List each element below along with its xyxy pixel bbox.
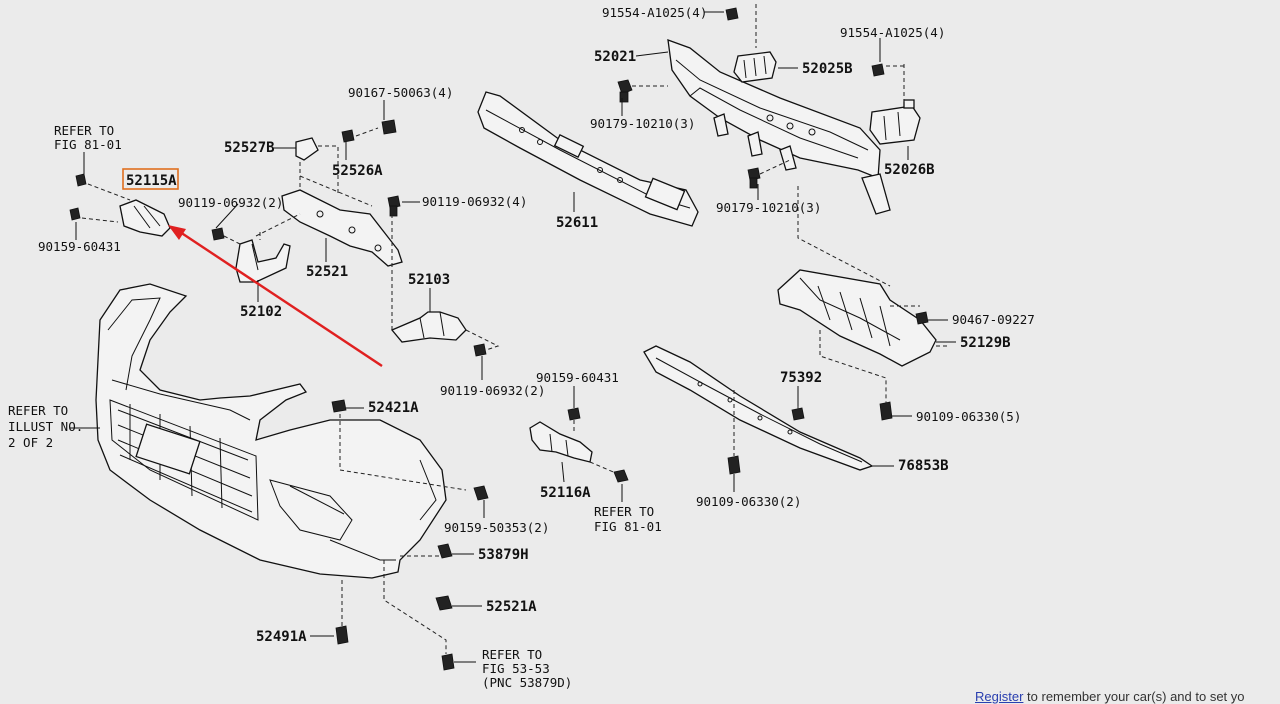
label-refer81-top-1[interactable]: REFER TO xyxy=(54,123,114,138)
label-52025b[interactable]: 52025B xyxy=(802,61,853,77)
bolt-90159-60431-b xyxy=(567,407,581,421)
bolt-90167 xyxy=(381,119,397,135)
label-90119-a[interactable]: 90119-06932(2) xyxy=(178,195,283,210)
absorber-52611 xyxy=(477,91,699,227)
label-52527b[interactable]: 52527B xyxy=(224,140,275,156)
label-90109-a[interactable]: 90109-06330(5) xyxy=(916,409,1021,424)
label-refer-illust-2[interactable]: ILLUST NO. xyxy=(8,419,83,434)
label-90167[interactable]: 90167-50063(4) xyxy=(348,85,453,100)
part-labels: 91554-A1025(4) 52021 52025B 91554-A1025(… xyxy=(8,5,1035,690)
label-52526a[interactable]: 52526A xyxy=(332,163,383,179)
label-91554-right[interactable]: 91554-A1025(4) xyxy=(840,25,945,40)
label-refer53-2[interactable]: FIG 53-53 xyxy=(482,661,550,676)
nut-90179-b xyxy=(747,167,761,189)
lower-absorber-52129b xyxy=(777,269,937,367)
label-90109-b[interactable]: 90109-06330(2) xyxy=(696,494,801,509)
label-75392[interactable]: 75392 xyxy=(780,370,822,386)
bracket-52025b xyxy=(733,51,777,83)
label-90119-b[interactable]: 90119-06932(4) xyxy=(422,194,527,209)
bolt-90119-a xyxy=(211,227,225,241)
highlight-box-52115a xyxy=(122,168,179,190)
bracket-52026b xyxy=(869,99,921,145)
bolt-90119-b xyxy=(387,195,401,217)
label-91554-top[interactable]: 91554-A1025(4) xyxy=(602,5,707,20)
label-76853b[interactable]: 76853B xyxy=(898,458,949,474)
register-link[interactable]: Register xyxy=(975,689,1024,704)
bolt-91554-right xyxy=(871,63,885,77)
label-52129b[interactable]: 52129B xyxy=(960,335,1011,351)
bolt-90119-c xyxy=(473,343,487,357)
clip-90467 xyxy=(915,311,929,325)
label-52116a[interactable]: 52116A xyxy=(540,485,591,501)
register-text: to remember your car(s) and to set yo xyxy=(1023,689,1245,704)
label-90159-60431-a[interactable]: 90159-60431 xyxy=(38,239,121,254)
label-refer53-3[interactable]: (PNC 53879D) xyxy=(482,675,572,690)
label-90159-50353[interactable]: 90159-50353(2) xyxy=(444,520,549,535)
label-52611[interactable]: 52611 xyxy=(556,215,598,231)
label-refer-illust-1[interactable]: REFER TO xyxy=(8,403,68,418)
label-52103[interactable]: 52103 xyxy=(408,272,450,288)
clip-52527b xyxy=(295,137,319,161)
register-footer: Register to remember your car(s) and to … xyxy=(975,689,1245,704)
bumper-reinforcement-52021 xyxy=(667,39,891,215)
nut-90179-a xyxy=(617,79,633,103)
clip-75392 xyxy=(791,407,805,421)
label-90179-a[interactable]: 90179-10210(3) xyxy=(590,116,695,131)
bolt-90109-a xyxy=(879,401,893,421)
highlight-arrow xyxy=(168,225,383,367)
label-52521a[interactable]: 52521A xyxy=(486,599,537,615)
clip-52526a xyxy=(341,129,355,143)
bolt-90159-60431-a xyxy=(69,207,81,221)
label-refer81-top-2[interactable]: FIG 81-01 xyxy=(54,137,122,152)
bolt-90159-50353 xyxy=(473,485,489,501)
label-refer53-1[interactable]: REFER TO xyxy=(482,647,542,662)
label-90467[interactable]: 90467-09227 xyxy=(952,312,1035,327)
bracket-52103 xyxy=(390,311,467,343)
bolt-left-top xyxy=(75,173,87,187)
label-52102[interactable]: 52102 xyxy=(240,304,282,320)
label-90179-b[interactable]: 90179-10210(3) xyxy=(716,200,821,215)
label-refer-illust-3[interactable]: 2 OF 2 xyxy=(8,435,53,450)
front-bumper-cover xyxy=(95,283,447,579)
label-52491a[interactable]: 52491A xyxy=(256,629,307,645)
bracket-52115a xyxy=(119,199,171,237)
label-refer81-bot-1[interactable]: REFER TO xyxy=(594,504,654,519)
clip-52521a xyxy=(435,595,453,611)
label-52115a[interactable]: 52115A xyxy=(126,173,177,189)
label-90159-60431-b[interactable]: 90159-60431 xyxy=(536,370,619,385)
label-52021[interactable]: 52021 xyxy=(594,49,636,65)
bracket-52521 xyxy=(281,189,403,267)
label-90119-c[interactable]: 90119-06932(2) xyxy=(440,383,545,398)
label-52026b[interactable]: 52026B xyxy=(884,162,935,178)
bracket-52102 xyxy=(235,239,291,283)
label-refer81-bot-2[interactable]: FIG 81-01 xyxy=(594,519,662,534)
clip-53879h xyxy=(437,543,453,559)
bolt-52491a xyxy=(335,625,349,645)
bolt-91554-top xyxy=(725,7,739,21)
clip-52421a xyxy=(331,399,347,413)
label-52521[interactable]: 52521 xyxy=(306,264,348,280)
label-53879h[interactable]: 53879H xyxy=(478,547,529,563)
label-52421a[interactable]: 52421A xyxy=(368,400,419,416)
nut-fig81-bottom xyxy=(613,469,629,483)
bolt-90109-b xyxy=(727,455,741,475)
bolt-fig53 xyxy=(441,653,455,671)
